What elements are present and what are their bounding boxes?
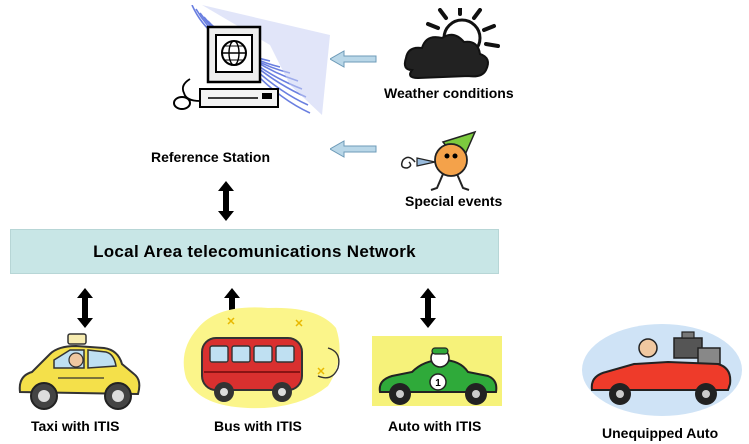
party-character-icon (400, 130, 477, 191)
network-banner: Local Area telecomunications Network (10, 229, 499, 274)
network-label: Local Area telecomunications Network (93, 241, 416, 261)
race-car-icon: 1 (372, 336, 502, 406)
special-events-label: Special events (405, 193, 503, 209)
taxi-network-arrow-icon (77, 288, 93, 328)
taxi-label: Taxi with ITIS (31, 418, 120, 434)
station-network-arrow-icon (218, 181, 234, 221)
bus-icon (183, 307, 340, 409)
reference-station-label: Reference Station (151, 149, 271, 165)
sun-cloud-icon (403, 8, 500, 80)
events-input-arrow-icon (330, 140, 377, 158)
bus-label: Bus with ITIS (214, 418, 302, 434)
svg-text:1: 1 (435, 378, 441, 389)
convertible-car-icon (582, 324, 742, 416)
taxi-car-icon (18, 333, 141, 410)
weather-input-arrow-icon (330, 50, 377, 68)
auto-network-arrow-icon (420, 288, 436, 328)
computer-terminal-icon (173, 5, 330, 115)
weather-conditions-label: Weather conditions (384, 85, 514, 101)
unequipped-auto-label: Unequipped Auto (602, 425, 719, 441)
auto-label: Auto with ITIS (388, 418, 482, 434)
